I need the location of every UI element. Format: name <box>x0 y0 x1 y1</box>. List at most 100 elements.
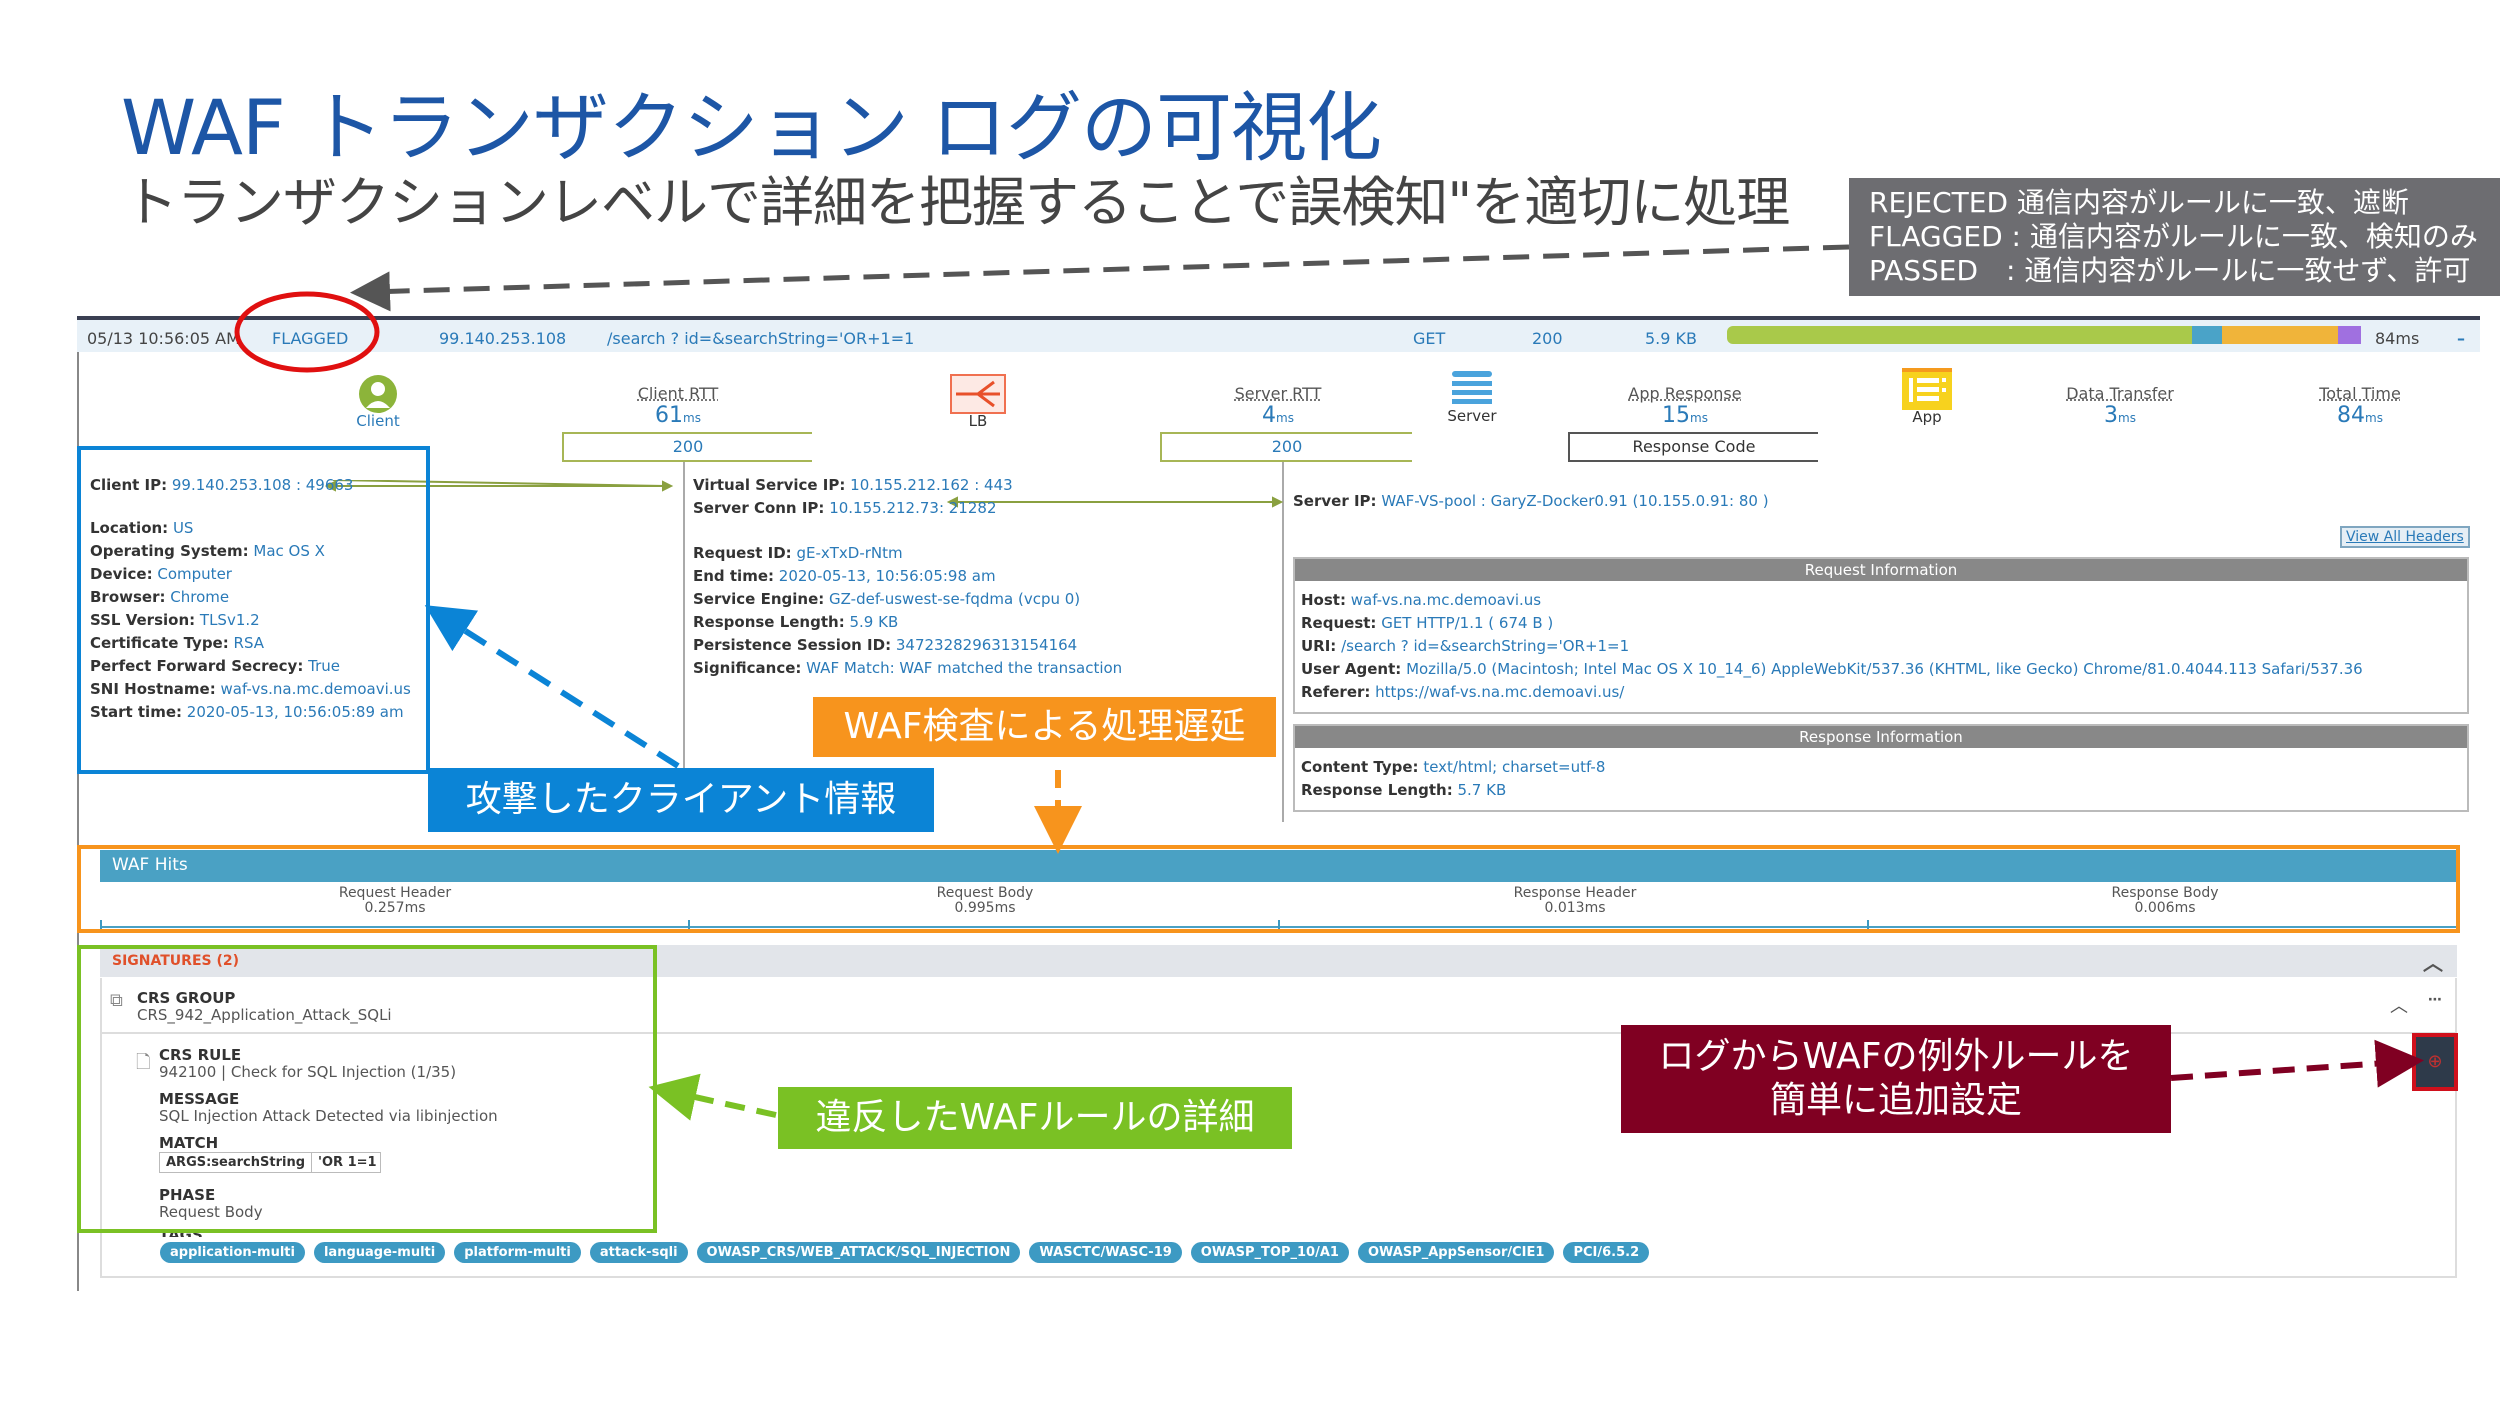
total-time-unit: ms <box>2365 411 2383 425</box>
info-value: WAF Match: WAF matched the transaction <box>806 659 1123 677</box>
waf-phase-time: 0.995ms <box>954 900 1016 916</box>
response-code-client: 200 <box>562 432 812 462</box>
signatures-header[interactable]: SIGNATURES (2) ︿ <box>100 945 2457 977</box>
crs-group-label: CRS GROUP <box>137 989 236 1007</box>
log-row[interactable]: 05/13 10:56:05 AM FLAGGED 99.140.253.108… <box>77 316 2480 352</box>
waf-hits-header[interactable]: WAF Hits <box>100 850 2457 882</box>
slide-subtitle: トランザクションレベルで詳細を把握することで誤検知"を適切に処理 <box>124 171 1790 234</box>
info-value: 5.9 KB <box>849 613 899 631</box>
divider <box>1282 462 1284 822</box>
client-rtt-value: 61 <box>655 403 684 428</box>
info-row: Referer: https://waf-vs.na.mc.demoavi.us… <box>1301 681 2461 704</box>
tag-badge[interactable]: WASCTC/WASC-19 <box>1029 1242 1182 1263</box>
waf-phase-label: Response Body <box>2111 885 2219 901</box>
info-value: https://waf-vs.na.mc.demoavi.us/ <box>1375 683 1625 701</box>
app-response-unit: ms <box>1690 411 1708 425</box>
response-code-legend: Response Code <box>1568 432 1818 462</box>
info-row: Operating System: Mac OS X <box>90 540 411 563</box>
match-label: MATCH <box>159 1134 219 1152</box>
info-row: Request: GET HTTP/1.1 ( 674 B ) <box>1301 612 2461 635</box>
virtual-service-info: Virtual Service IP: 10.155.212.162 : 443… <box>693 474 1122 680</box>
info-key: End time: <box>693 567 774 585</box>
phase-label: PHASE <box>159 1186 216 1204</box>
callout-latency: WAF検査による処理遅延 <box>813 697 1276 757</box>
info-value: 10.155.212.73: 21282 <box>829 499 997 517</box>
log-method: GET <box>1413 329 1446 348</box>
info-row: URI: /search ? id=&searchString='OR+1=1 <box>1301 635 2461 658</box>
info-value: 5.7 KB <box>1457 781 1507 799</box>
crs-group-value: CRS_942_Application_Attack_SQLi <box>137 1006 392 1024</box>
request-information: Request Information Host: waf-vs.na.mc.d… <box>1293 557 2469 714</box>
legend-rejected: REJECTED 通信内容がルールに一致、遮断 <box>1869 186 2409 219</box>
total-time-value: 84 <box>2337 403 2366 428</box>
info-value: TLSv1.2 <box>199 611 260 629</box>
waf-phase-time: 0.013ms <box>1544 900 1606 916</box>
legend-flagged: FLAGGED : 通信内容がルールに一致、検知のみ <box>1869 220 2478 253</box>
view-all-headers-button[interactable]: View All Headers <box>2340 526 2470 548</box>
tag-badge[interactable]: platform-multi <box>454 1242 581 1263</box>
info-row: Persistence Session ID: 3472328296313154… <box>693 634 1122 657</box>
log-uri: /search ? id=&searchString='OR+1=1 <box>607 329 915 348</box>
collapse-icon[interactable]: – <box>2457 329 2465 348</box>
info-key: Host: <box>1301 591 1346 609</box>
divider <box>683 462 685 822</box>
tag-badge[interactable]: application-multi <box>160 1242 305 1263</box>
document-icon: 🗋 <box>136 1052 151 1073</box>
info-key: Request: <box>1301 614 1377 632</box>
signatures-title: SIGNATURES (2) <box>112 953 240 969</box>
flagged-highlight-circle <box>234 291 380 373</box>
info-key: Location: <box>90 519 169 537</box>
more-options-icon[interactable]: ⋯ <box>2428 992 2442 1008</box>
app-response-label: App Response <box>1628 384 1742 403</box>
tag-badge[interactable]: language-multi <box>313 1242 446 1263</box>
info-key: Persistence Session ID: <box>693 636 892 654</box>
info-key: Browser: <box>90 588 166 606</box>
response-code-server: 200 <box>1160 432 1412 462</box>
timeline-tick <box>100 920 102 930</box>
connection-arrows <box>325 480 1284 508</box>
timeline-tick <box>1867 920 1869 930</box>
tag-badge[interactable]: OWASP_TOP_10/A1 <box>1190 1242 1349 1263</box>
chevron-up-icon[interactable]: ︿ <box>2423 951 2443 975</box>
crs-rule: CRS RULE 942100 | Check for SQL Injectio… <box>159 1047 498 1237</box>
server-ip-label: Server IP: <box>1293 492 1377 510</box>
match-value: 'OR 1=1 <box>318 1155 377 1170</box>
waf-phase-label: Request Header <box>338 885 452 901</box>
tag-badge[interactable]: OWASP_AppSensor/CIE1 <box>1357 1242 1555 1263</box>
divider <box>100 1032 2457 1034</box>
server-rtt-unit: ms <box>1276 411 1294 425</box>
client-rtt-unit: ms <box>683 411 701 425</box>
arrow-legend-to-status <box>350 244 1850 312</box>
info-key: Server Conn IP: <box>693 499 825 517</box>
info-row: Response Length: 5.7 KB <box>1301 779 2461 802</box>
crs-rule-label: CRS RULE <box>159 1046 242 1064</box>
waf-hits-highlight <box>77 845 2460 933</box>
status-legend: REJECTED 通信内容がルールに一致、遮断 FLAGGED : 通信内容がル… <box>1849 178 2500 296</box>
info-value: /search ? id=&searchString='OR+1=1 <box>1341 637 1630 655</box>
phase-value: Request Body <box>159 1203 263 1221</box>
waf-phase-time: 0.257ms <box>364 900 426 916</box>
info-key: Referer: <box>1301 683 1371 701</box>
info-key: Start time: <box>90 703 182 721</box>
chevron-up-icon[interactable]: ︿ <box>2390 996 2408 1017</box>
app-label: App <box>1912 408 1942 426</box>
tag-badge[interactable]: PCI/6.5.2 <box>1563 1242 1650 1263</box>
legend-passed: PASSED : 通信内容がルールに一致せず、許可 <box>1869 254 2471 287</box>
tag-badge[interactable]: OWASP_CRS/WEB_ATTACK/SQL_INJECTION <box>696 1242 1021 1263</box>
app-response-value: 15 <box>1662 403 1691 428</box>
data-transfer-unit: ms <box>2118 411 2136 425</box>
info-key: Response Length: <box>1301 781 1453 799</box>
load-balancer-icon <box>950 374 1006 414</box>
crs-rule-value: 942100 | Check for SQL Injection (1/35) <box>159 1063 457 1081</box>
add-exception-button[interactable]: ⊕ <box>2412 1033 2458 1091</box>
tag-badge[interactable]: attack-sqli <box>589 1242 688 1263</box>
response-info-title: Response Information <box>1295 726 2467 748</box>
